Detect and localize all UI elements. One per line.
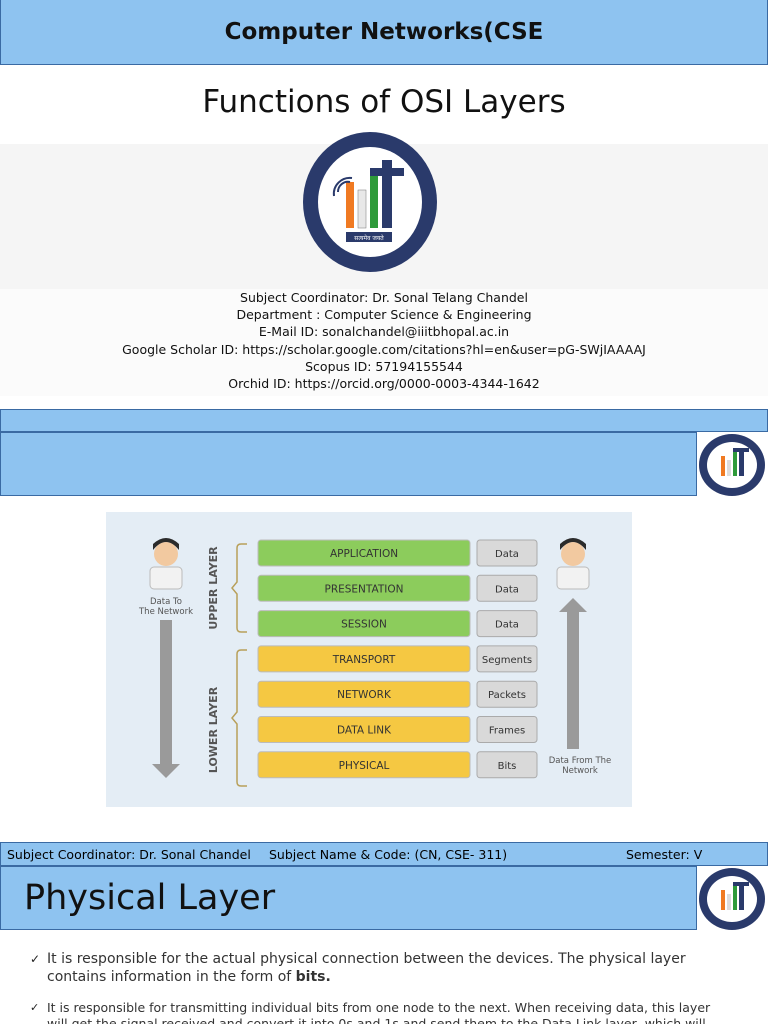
layer-unit-box xyxy=(476,610,538,638)
left-caption-line: Data To xyxy=(150,597,182,607)
bullet-text: It is responsible for the actual physica… xyxy=(47,951,686,985)
upper-layer-label: UPPER LAYER xyxy=(207,546,220,630)
bullet-bold: bits. xyxy=(295,969,331,985)
layer-name: PRESENTATION xyxy=(324,583,403,595)
layer-unit: Segments xyxy=(482,655,532,666)
left-caption-line: The Network xyxy=(138,607,193,617)
layer-unit: Data xyxy=(495,549,519,560)
institute-logo-small xyxy=(697,866,768,932)
info-line: Scopus ID: 57194155544 xyxy=(305,358,463,374)
person-left-icon xyxy=(149,538,183,590)
right-caption-line: Data From The xyxy=(549,756,612,766)
layer-name: NETWORK xyxy=(337,689,392,701)
section-title: Physical Layer xyxy=(24,878,276,918)
layer-unit-box xyxy=(476,539,538,567)
layer-unit: Bits xyxy=(498,761,517,772)
bullet-text: It is responsible for transmitting indiv… xyxy=(47,1000,711,1024)
layer-unit-box xyxy=(476,716,538,743)
layer-name: TRANSPORT xyxy=(332,654,396,666)
footer-coordinator: Subject Coordinator: Dr. Sonal Chandel xyxy=(7,846,251,862)
footer-band: Subject Coordinator: Dr. Sonal Chandel S… xyxy=(0,842,768,866)
layer-unit-box xyxy=(476,574,538,602)
layer-bar xyxy=(257,680,471,708)
header-band: Computer Networks(CSE xyxy=(0,0,768,65)
info-line: Department : Computer Science & Engineer… xyxy=(236,307,532,323)
layer-unit-box xyxy=(476,645,538,673)
layer-bar xyxy=(257,751,471,779)
course-title: Computer Networks(CSE xyxy=(224,19,544,45)
institute-logo-small xyxy=(697,432,768,498)
bullet-list: ✓ It is responsible for the actual physi… xyxy=(30,950,730,1024)
info-line: Google Scholar ID: https://scholar.googl… xyxy=(122,341,646,357)
logo-motto: सत्यमेव जयते xyxy=(354,234,384,242)
layer-unit-box xyxy=(476,680,538,708)
section-band xyxy=(0,866,697,930)
upper-brace xyxy=(231,543,247,633)
layer-unit: Data xyxy=(495,584,519,595)
layer-bar xyxy=(257,645,471,673)
layer-unit: Frames xyxy=(489,726,525,737)
check-icon: ✓ xyxy=(30,1001,40,1014)
layer-name: PHYSICAL xyxy=(339,760,390,772)
right-caption-line: Network xyxy=(562,766,598,776)
layer-unit-box xyxy=(476,751,538,779)
slide-header-band xyxy=(0,432,697,496)
up-arrow-icon xyxy=(559,598,587,749)
layer-unit: Data xyxy=(495,620,519,631)
layer-bar xyxy=(257,716,471,743)
layer-unit: Packets xyxy=(488,690,526,701)
layer-name: DATA LINK xyxy=(337,725,392,737)
layer-name: APPLICATION xyxy=(330,548,398,560)
layer-name: SESSION xyxy=(341,619,387,631)
slide-title: Functions of OSI Layers xyxy=(202,84,566,120)
down-arrow-icon xyxy=(152,620,180,778)
check-icon: ✓ xyxy=(30,952,41,966)
info-line: E-Mail ID: sonalchandel@iiitbhopal.ac.in xyxy=(258,324,510,340)
info-line: Orchid ID: https://orcid.org/0000-0003-4… xyxy=(228,376,540,392)
layer-bar xyxy=(257,539,471,567)
coordinator-info: Subject Coordinator: Dr. Sonal Telang Ch… xyxy=(0,289,768,397)
footer-subject: Subject Name & Code: (CN, CSE- 311) xyxy=(269,846,508,862)
info-line: Subject Coordinator: Dr. Sonal Telang Ch… xyxy=(240,290,528,305)
institute-logo: सत्यमेव जयते xyxy=(303,132,437,272)
divider-band xyxy=(0,409,768,432)
lower-layer-label: LOWER LAYER xyxy=(207,686,220,773)
list-item: ✓ It is responsible for transmitting ind… xyxy=(30,1000,730,1024)
lower-brace xyxy=(231,649,247,787)
list-item: ✓ It is responsible for the actual physi… xyxy=(30,950,730,986)
person-right-icon xyxy=(556,538,590,590)
footer-semester: Semester: V xyxy=(626,846,703,862)
osi-diagram: Data To The Network Data From The Networ… xyxy=(106,512,632,807)
layer-bar xyxy=(257,610,471,638)
layer-bar xyxy=(257,574,471,602)
